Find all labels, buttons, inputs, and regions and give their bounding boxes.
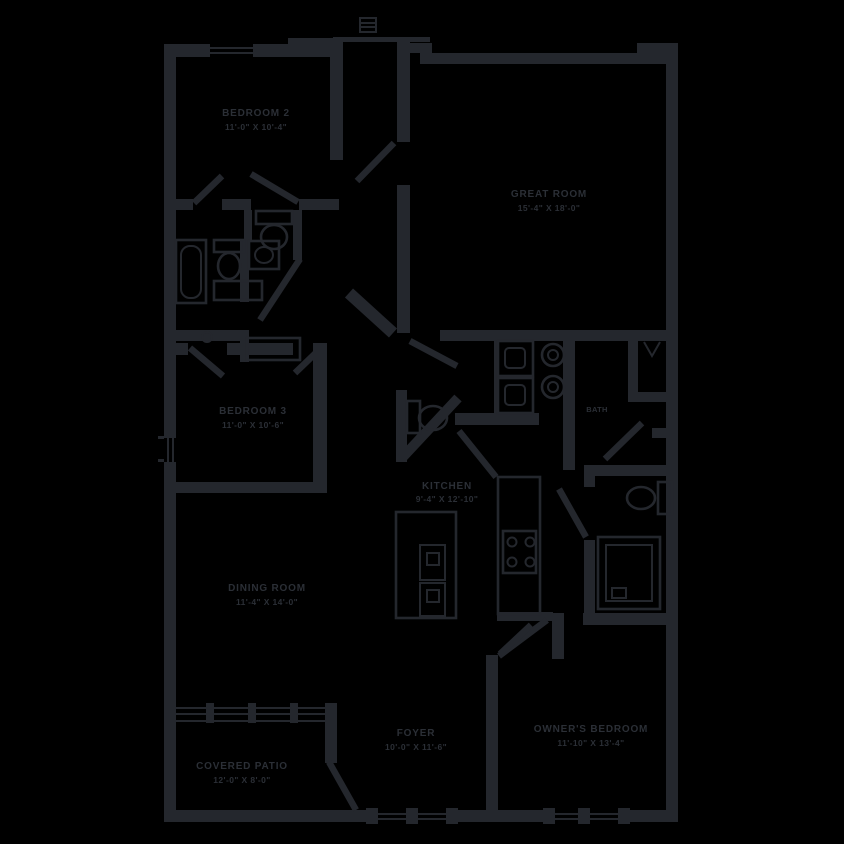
room-dims-dining-room: 11'-4" X 14'-0"	[236, 597, 298, 607]
bathtub-icon	[174, 238, 208, 305]
room-dims-covered-patio: 12'-0" X 8'-0"	[213, 775, 270, 785]
room-label-kitchen: KITCHEN	[422, 481, 472, 492]
room-dims-great-room: 15'-4" X 18'-0"	[518, 203, 581, 213]
kitchen-island	[394, 510, 458, 620]
room-label-foyer: FOYER	[397, 728, 435, 739]
room-label-dining-room: DINING ROOM	[228, 583, 306, 594]
room-dims-bedroom-3: 11'-0" X 10'-6"	[222, 420, 284, 430]
kitchen-counter-range-icon	[496, 475, 542, 616]
shower-icon	[596, 535, 662, 611]
windows	[158, 47, 630, 820]
toilet-icon	[212, 238, 246, 281]
room-dims-owners-bedroom: 11'-10" X 13'-4"	[557, 738, 624, 748]
cooktop-burners-icon	[540, 342, 566, 400]
toilet-icon	[625, 480, 674, 516]
toilet-icon	[254, 209, 294, 251]
room-dims-bedroom-2: 11'-0" X 10'-4"	[225, 122, 287, 132]
room-label-great-room: GREAT ROOM	[511, 189, 587, 200]
toilet-icon	[405, 399, 449, 435]
room-label-bedroom-3: BEDROOM 3	[219, 406, 287, 417]
room-label-covered-patio: COVERED PATIO	[196, 761, 288, 772]
room-label-owners-bedroom: OWNER'S BEDROOM	[534, 724, 648, 735]
door-swings	[187, 140, 645, 812]
linen-closet	[201, 279, 264, 343]
shower-icon	[245, 336, 302, 362]
room-label-bedroom-2: BEDROOM 2	[222, 108, 290, 119]
vanity-sink-icon	[247, 239, 281, 271]
exterior-walls	[164, 37, 678, 824]
closet-rod-icon	[643, 341, 661, 359]
interior-walls	[164, 150, 678, 812]
room-labels: BEDROOM 2 11'-0" X 10'-4" GREAT ROOM 15'…	[196, 108, 648, 785]
washer-dryer-icon	[496, 339, 535, 415]
room-label-bath: BATH	[586, 405, 607, 414]
room-dims-foyer: 10'-0" X 11'-6"	[385, 742, 447, 752]
entry-light-icon	[359, 17, 377, 33]
room-dims-kitchen: 9'-4" X 12'-10"	[416, 494, 479, 504]
